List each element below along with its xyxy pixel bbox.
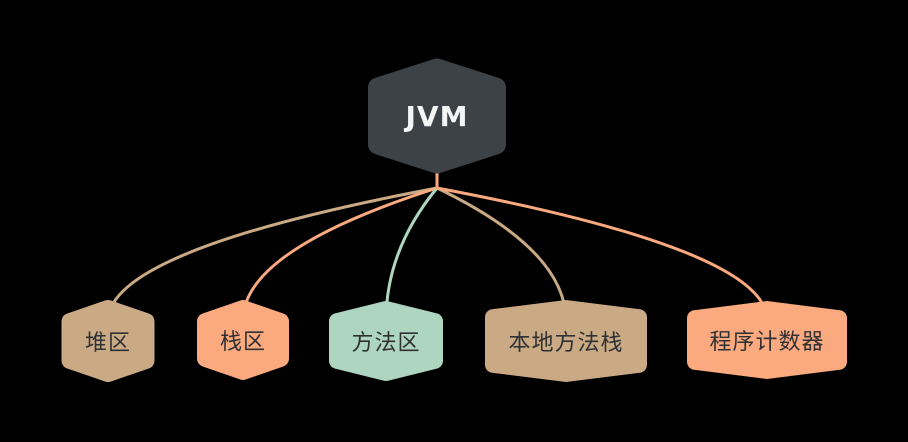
link-jvm-program-counter xyxy=(435,170,769,322)
link-jvm-heap xyxy=(106,170,439,323)
node-jvm[interactable] xyxy=(368,58,506,174)
node-program-counter[interactable] xyxy=(687,301,847,379)
node-method-area[interactable] xyxy=(329,301,443,381)
node-stack[interactable] xyxy=(197,300,289,380)
node-native-method-stack[interactable] xyxy=(485,300,647,382)
node-heap[interactable] xyxy=(61,300,155,382)
link-jvm-native-method-stack xyxy=(435,170,568,323)
